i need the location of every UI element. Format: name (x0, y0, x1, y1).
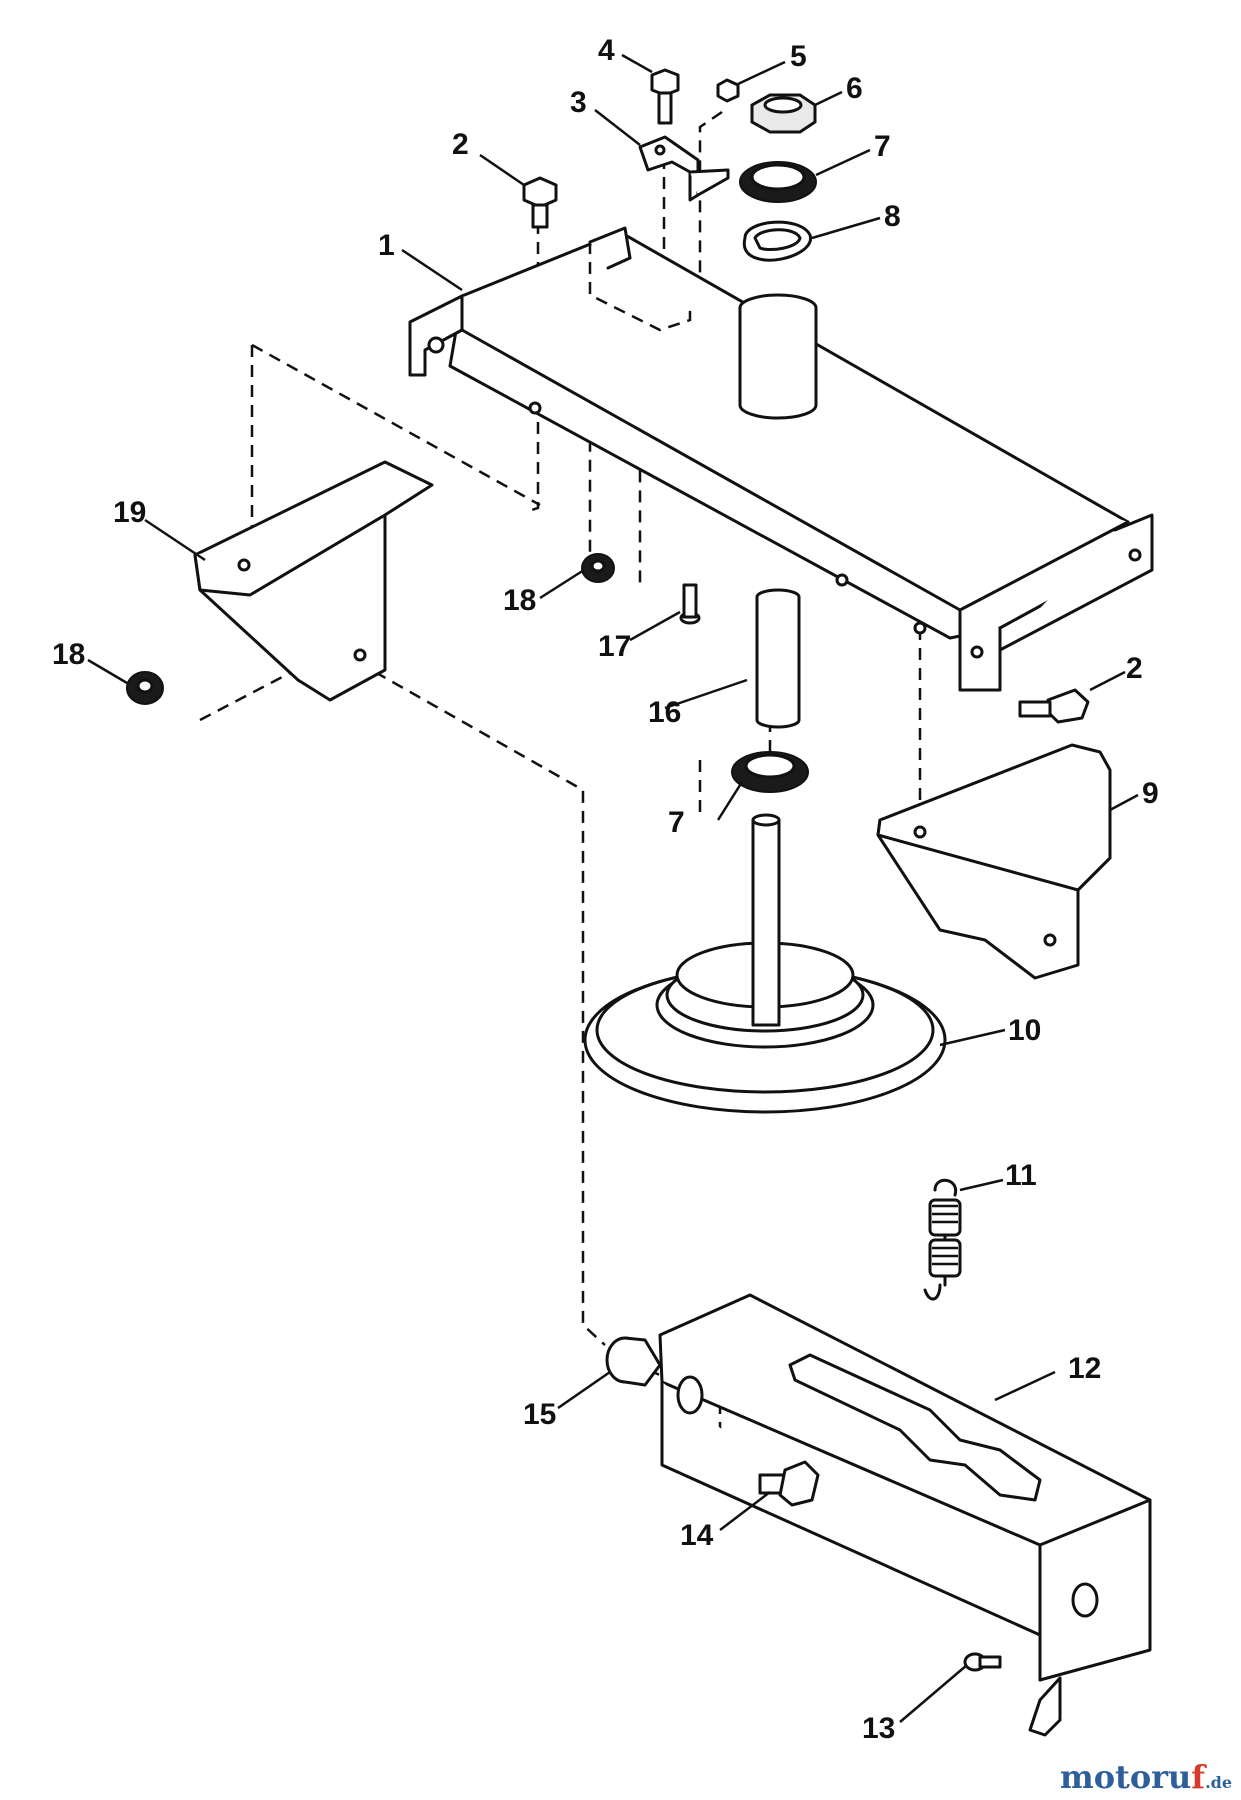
callout-13: 13 (862, 1712, 895, 1745)
bearing-sleeve (738, 293, 818, 420)
callout-leaders (87, 53, 1139, 1723)
callout-8: 8 (884, 200, 901, 233)
part-3-small-bracket (638, 135, 730, 202)
part-6-hex-nut (750, 93, 817, 134)
part-2-bolt-top (522, 176, 558, 229)
callout-15: 15 (523, 1398, 556, 1431)
callout-10: 10 (1008, 1014, 1041, 1047)
part-1-main-bracket (408, 226, 1154, 692)
callout-1: 1 (378, 229, 395, 262)
callout-7-top: 7 (874, 130, 891, 163)
part-4-bolt (650, 68, 680, 125)
part-13-screw (963, 1652, 1002, 1672)
part-5-nut (716, 78, 740, 103)
callout-labels: 1 2 2 3 4 5 6 7 7 8 9 10 11 12 13 14 15 … (52, 34, 1159, 1745)
part-18-nut-upper (581, 553, 615, 583)
svg-text:motoruf.de: motoruf.de (1060, 1758, 1232, 1796)
part-9-side-bracket (876, 743, 1112, 980)
part-14-shoulder-bolt (758, 1460, 820, 1507)
part-12-lower-bracket (658, 1293, 1152, 1737)
callout-17: 17 (598, 630, 631, 663)
callout-2-right: 2 (1126, 652, 1143, 685)
callout-16: 16 (648, 696, 681, 729)
callout-18-left: 18 (52, 638, 85, 671)
callout-9: 9 (1142, 777, 1159, 810)
part-8-retaining-ring (742, 220, 812, 262)
watermark-logo: motoruf.de (1060, 1758, 1232, 1796)
part-17-screw (679, 583, 701, 625)
callout-18-upper: 18 (503, 584, 536, 617)
callout-6: 6 (846, 72, 863, 105)
callout-5: 5 (790, 40, 807, 73)
callout-7-lower: 7 (668, 806, 685, 839)
part-7-bearing-top (739, 161, 817, 203)
part-2-bolt-right (1018, 688, 1090, 724)
callout-3: 3 (570, 86, 587, 119)
callout-14: 14 (680, 1519, 714, 1552)
callout-4: 4 (598, 34, 615, 67)
part-18-nut-left (126, 671, 164, 705)
callout-11: 11 (1005, 1159, 1037, 1192)
part-7-bearing-lower (731, 751, 809, 793)
part-11-spring (923, 1179, 962, 1301)
part-15-bushing (605, 1336, 662, 1387)
part-16-spacer-tube (755, 588, 801, 729)
part-19-left-bracket (193, 460, 434, 702)
callout-12: 12 (1068, 1352, 1101, 1385)
callout-2-top: 2 (452, 128, 469, 161)
callout-19: 19 (113, 496, 146, 529)
part-10-pulley (583, 813, 947, 1114)
